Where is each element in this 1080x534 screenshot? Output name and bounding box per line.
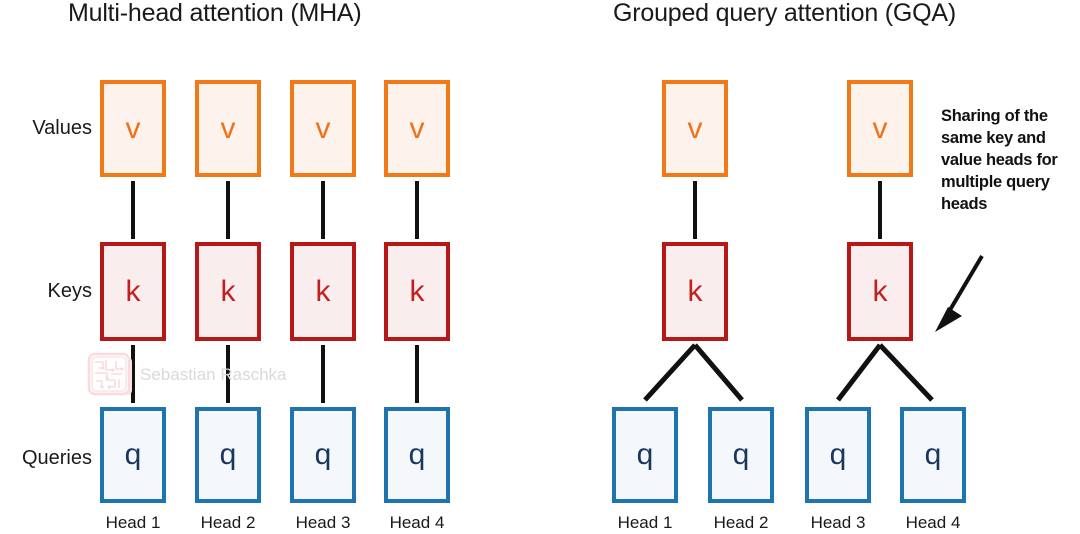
panel-title-mha: Multi-head attention (MHA) — [68, 0, 362, 27]
mha-query-box-2[interactable]: q — [195, 407, 261, 503]
mha-connector-v4-k4 — [415, 181, 419, 239]
mha-connector-k4-q4 — [415, 345, 419, 403]
mha-value-box-1[interactable]: v — [100, 80, 166, 177]
gqa-branch-k2-q4 — [878, 343, 934, 402]
gqa-branch-k2-q3 — [836, 343, 882, 402]
mha-query-box-1[interactable]: q — [100, 407, 166, 503]
mha-query-box-3[interactable]: q — [290, 407, 356, 503]
mha-connector-k2-q2 — [226, 345, 230, 403]
row-label-values: Values — [32, 117, 92, 139]
gqa-head-label-3: Head 3 — [810, 513, 866, 532]
gqa-branch-k1-q2 — [693, 343, 744, 402]
gqa-key-box-1[interactable]: k — [662, 242, 728, 341]
row-label-keys: Keys — [47, 280, 92, 302]
gqa-key-box-2[interactable]: k — [847, 242, 913, 341]
mha-value-box-2[interactable]: v — [195, 80, 261, 177]
gqa-connector-v2-k2 — [878, 181, 882, 239]
mha-head-label-1: Head 1 — [105, 513, 161, 532]
mha-head-label-3: Head 3 — [295, 513, 351, 532]
mha-value-box-3[interactable]: v — [290, 80, 356, 177]
mha-connector-v2-k2 — [226, 181, 230, 239]
mha-key-box-2[interactable]: k — [195, 242, 261, 341]
mha-key-box-4[interactable]: k — [384, 242, 450, 341]
mha-key-box-1[interactable]: k — [100, 242, 166, 341]
circuit-logo-icon — [87, 352, 132, 396]
mha-value-box-4[interactable]: v — [384, 80, 450, 177]
mha-head-label-4: Head 4 — [389, 513, 445, 532]
row-label-queries: Queries — [21, 447, 92, 469]
gqa-head-label-4: Head 4 — [905, 513, 961, 532]
gqa-query-box-1[interactable]: q — [612, 407, 678, 503]
watermark: Sebastian Raschka — [86, 352, 286, 398]
mha-connector-k3-q3 — [321, 345, 325, 403]
gqa-branch-k1-q1 — [643, 343, 697, 402]
watermark-text: Sebastian Raschka — [140, 365, 287, 384]
gqa-query-box-4[interactable]: q — [900, 407, 966, 503]
mha-connector-v1-k1 — [131, 181, 135, 239]
gqa-value-box-1[interactable]: v — [662, 80, 728, 177]
gqa-head-label-2: Head 2 — [713, 513, 769, 532]
mha-query-box-4[interactable]: q — [384, 407, 450, 503]
annotation-arrow — [935, 254, 984, 332]
gqa-connector-v1-k1 — [693, 181, 697, 239]
gqa-query-box-2[interactable]: q — [708, 407, 774, 503]
mha-connector-k1-q1 — [131, 345, 135, 403]
gqa-head-label-1: Head 1 — [617, 513, 673, 532]
mha-connector-v3-k3 — [321, 181, 325, 239]
mha-head-label-2: Head 2 — [200, 513, 256, 532]
mha-key-box-3[interactable]: k — [290, 242, 356, 341]
gqa-query-box-3[interactable]: q — [805, 407, 871, 503]
annotation-text: Sharing of the same key and value heads … — [941, 107, 1058, 213]
gqa-value-box-2[interactable]: v — [847, 80, 913, 177]
panel-title-gqa: Grouped query attention (GQA) — [613, 0, 956, 27]
